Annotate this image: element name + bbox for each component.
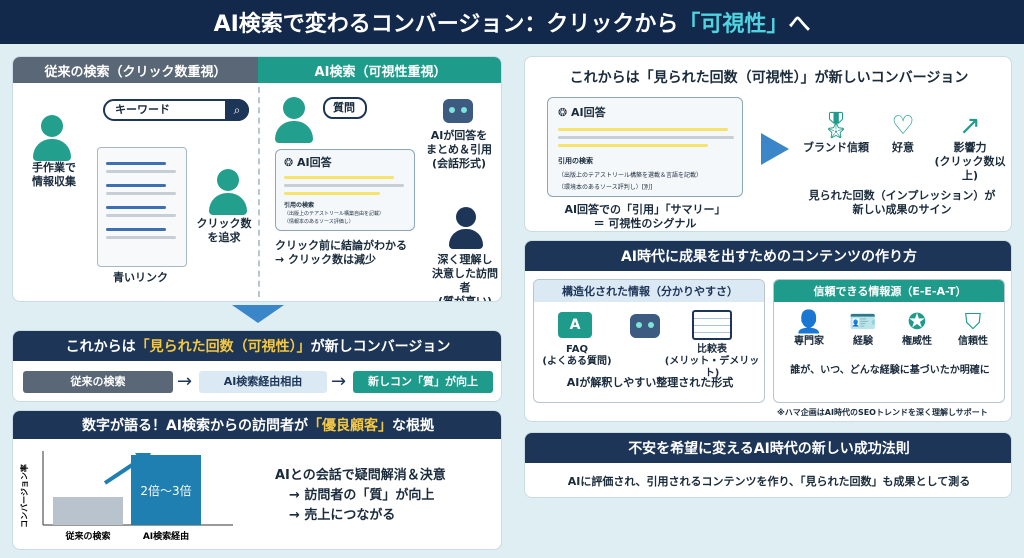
stats-panel: 数字が語る！AI検索からの訪問者が「優良顧客」な根拠 コンバージョン率 従来の検… xyxy=(12,410,502,550)
ai-logo-icon: ❂ xyxy=(284,156,298,169)
ai-summary-label: AIが回答を まとめ＆引用 (会話形式) xyxy=(426,129,492,170)
success-panel: 不安を希望に変えるAI時代の新しい成功法則 AIに評価され、引用されるコンテンツ… xyxy=(524,432,1012,498)
impressions-label: 見られた回数（インプレッション）が 新しい成果のサイン xyxy=(808,189,996,216)
arrow-right-icon: → xyxy=(177,371,193,392)
compare-label: 比較表 (メリット・デメリット) xyxy=(664,344,760,379)
page-title: AI検索で変わるコンバージョン：クリックから「可視性」へ xyxy=(0,0,1024,44)
bar-1 xyxy=(131,455,201,525)
growth-arrow xyxy=(103,457,143,485)
ai-answer-title: ❂ AI回答 xyxy=(558,106,606,119)
ai-answer-title: ❂ AI回答 xyxy=(284,156,332,169)
arrow-right-icon: → xyxy=(331,371,347,392)
right-arrow-icon xyxy=(761,133,789,165)
trust-item: ⛉ 信頼性 xyxy=(946,310,1000,349)
trust-caption: 誰が、いつ、どんな経験に基づいたか明確に xyxy=(790,365,990,376)
robot-icon xyxy=(630,314,660,338)
shield-check-icon: ⛉ xyxy=(964,310,982,335)
robot-icon xyxy=(443,99,473,123)
question-bubble: 質問 xyxy=(323,97,367,119)
success-text: AIに評価され、引用されるコンテンツを作り、「見られた回数」も成果として測る xyxy=(567,475,971,488)
asker-person-icon xyxy=(275,97,313,143)
visitor-person-icon xyxy=(449,207,483,249)
experience-item: 🪪 経験 xyxy=(838,310,888,349)
content-panel: AI時代に成果を出すためのコンテンツの作り方 構造化された情報（分かりやすさ） … xyxy=(524,240,1012,422)
results-page xyxy=(97,147,187,267)
user-person-icon xyxy=(33,115,71,161)
expert-item: 👤 専門家 xyxy=(784,310,834,349)
content-header: AI時代に成果を出すためのコンテンツの作り方 xyxy=(525,241,1011,271)
growth-icon: ↗ xyxy=(959,111,981,141)
stats-text-1: AIとの会話で疑問解消＆決意 xyxy=(275,468,446,483)
click-chase-label: クリック数 を追求 xyxy=(196,217,252,244)
brand-trust-item: 🎖 ブランド信頼 xyxy=(803,111,869,154)
visibility-title: これからは「見られた回数（可視性）」が新しいコンバージョン xyxy=(569,70,969,86)
y-axis-label: コンバージョン率 xyxy=(19,464,29,528)
table-icon xyxy=(692,310,732,340)
ai-answer-card: ❂ AI回答 引用の検索 （出版上のテアストリール構築自由を記載） （情報本のあ… xyxy=(275,149,415,231)
badge-icon: ✪ xyxy=(907,310,927,335)
ai-logo-icon: ❂ xyxy=(558,106,572,119)
caption-signal: ＝ 可視性のシグナル xyxy=(593,217,697,230)
goodwill-item: ♡ 好意 xyxy=(873,111,933,155)
down-arrow-icon xyxy=(232,305,284,323)
trust-source-box: 信頼できる情報源（E-E-A-T） 👤 専門家 🪪 経験 ✪ 権威性 ⛉ 信頼性… xyxy=(773,279,1005,403)
ai-search-header: AI検索（可視性重視） xyxy=(258,57,501,83)
influence-item: ↗ 影響力 (クリック数以上) xyxy=(931,111,1009,183)
conversion-chart: コンバージョン率 従来の検索 AI検索経由 2倍～3倍 xyxy=(19,451,233,542)
structured-caption: AIが解釈しやすい整理された形式 xyxy=(566,376,734,389)
search-icon: ⌕ xyxy=(225,99,249,121)
bar-0 xyxy=(53,497,123,525)
ribbon-icon: 🎖 xyxy=(819,111,853,141)
deep-visitor-label: 深く理解し 決意した訪問者 (質が高い) xyxy=(432,253,498,302)
conclusion-label: クリック前に結論がわかる → クリック数は減少 xyxy=(275,239,407,266)
heart-hand-icon: ♡ xyxy=(891,111,915,141)
stats-text-2: → 訪問者の「質」が向上 xyxy=(289,488,435,503)
id-card-icon: 🪪 xyxy=(849,310,877,335)
flow-step-1: 従来の検索 xyxy=(23,371,173,393)
comparison-panel: 従来の検索（クリック数重視） AI検索（可視性重視） 手作業で 情報収集 キーワ… xyxy=(12,56,502,302)
category-label-0: 従来の検索 xyxy=(64,530,110,542)
authority-item: ✪ 権威性 xyxy=(892,310,942,349)
divider xyxy=(258,87,260,297)
ai-answer-card: ❂ AI回答 引用の検索 （出版上のテアストリール構築を選載＆言語を記載） （環… xyxy=(547,97,743,197)
success-header: 不安を希望に変えるAI時代の新しい成功法則 xyxy=(525,433,1011,463)
visibility-panel: これからは「見られた回数（可視性）」が新しいコンバージョン ❂ AI回答 引用の… xyxy=(524,56,1012,232)
faq-icon: A xyxy=(558,312,592,338)
search-box: キーワード ⌕ xyxy=(103,99,249,121)
caption-citation: AI回答での「引用」「サマリー」 xyxy=(564,203,726,216)
manual-label: 手作業で 情報収集 xyxy=(32,161,76,188)
conversion-panel: これからは「見られた回数（可視性）」が新しコンバージョン 従来の検索 → AI検… xyxy=(12,330,502,402)
stats-text-3: → 売上につながる xyxy=(289,508,396,523)
category-label-1: AI検索経由 xyxy=(143,530,189,542)
faq-label: FAQ (よくある質問) xyxy=(542,344,612,367)
structured-info-box: 構造化された情報（分かりやすさ） A FAQ (よくある質問) 比較表 (メリッ… xyxy=(533,279,765,403)
conversion-header: これからは「見られた回数（可視性）」が新しコンバージョン xyxy=(13,331,501,361)
search-keyword: キーワード xyxy=(115,103,170,116)
clicker-person-icon xyxy=(209,169,247,215)
old-search-header: 従来の検索（クリック数重視） xyxy=(13,57,258,83)
stats-header: 数字が語る！AI検索からの訪問者が「優良顧客」な根拠 xyxy=(13,411,501,439)
company-note: ※ハマ企画はAI時代のSEOトレンドを深く理解しサポート xyxy=(777,408,988,417)
expert-icon: 👤 xyxy=(795,310,823,335)
growth-arrow-head xyxy=(135,453,151,467)
flow-step-2: AI検索経由相由 xyxy=(199,371,327,393)
blue-links-label: 青いリンク xyxy=(113,271,168,284)
data-label-1: 2倍～3倍 xyxy=(140,483,191,498)
flow-step-3: 新しコン「質」が向上 xyxy=(353,371,493,393)
